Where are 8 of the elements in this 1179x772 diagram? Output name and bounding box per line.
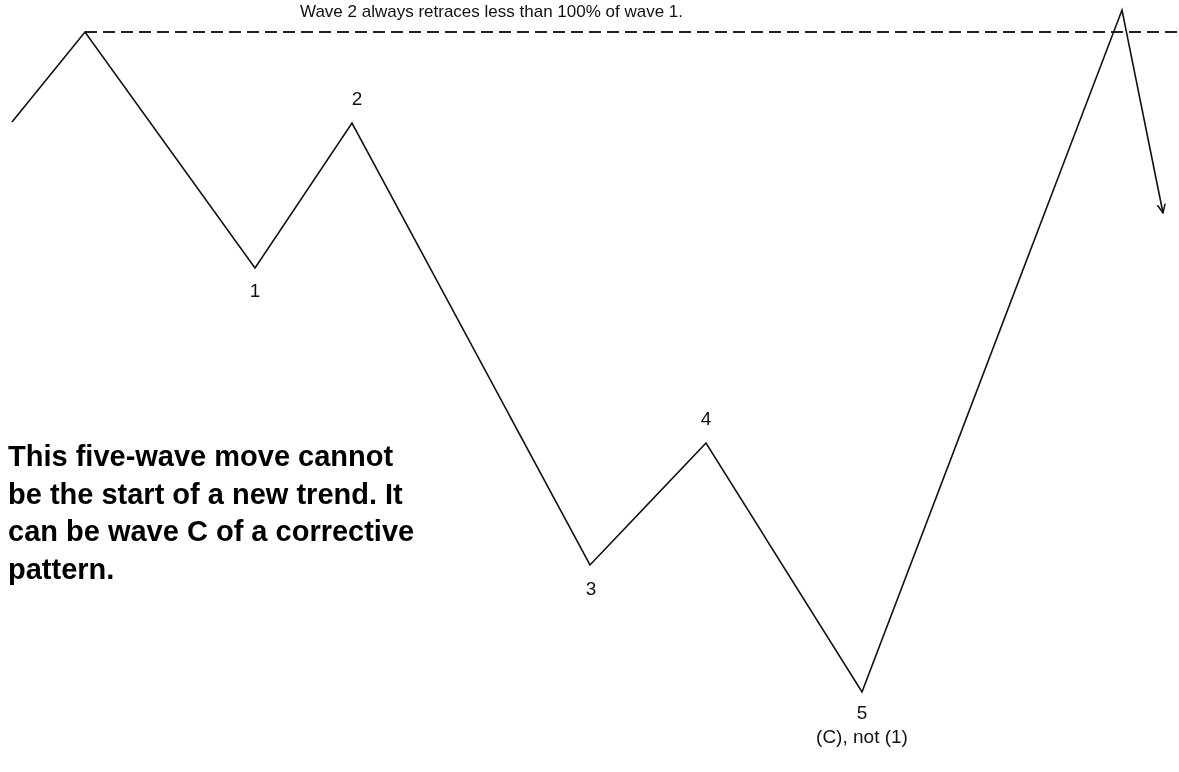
annotation-text: This five-wave move cannot be the start of a new trend. It can be wave C of a corrective pattern. (8, 439, 416, 588)
wave-number: 4 (699, 408, 713, 430)
wave-label: (C), not (1) (815, 726, 909, 748)
wave-number: 5 (855, 702, 869, 724)
wave-number: 2 (350, 88, 364, 110)
wave-number: 1 (248, 280, 262, 302)
wave-number: 3 (584, 578, 598, 600)
note-text: Wave 2 always retraces less than 100% of wave 1. (300, 2, 684, 22)
